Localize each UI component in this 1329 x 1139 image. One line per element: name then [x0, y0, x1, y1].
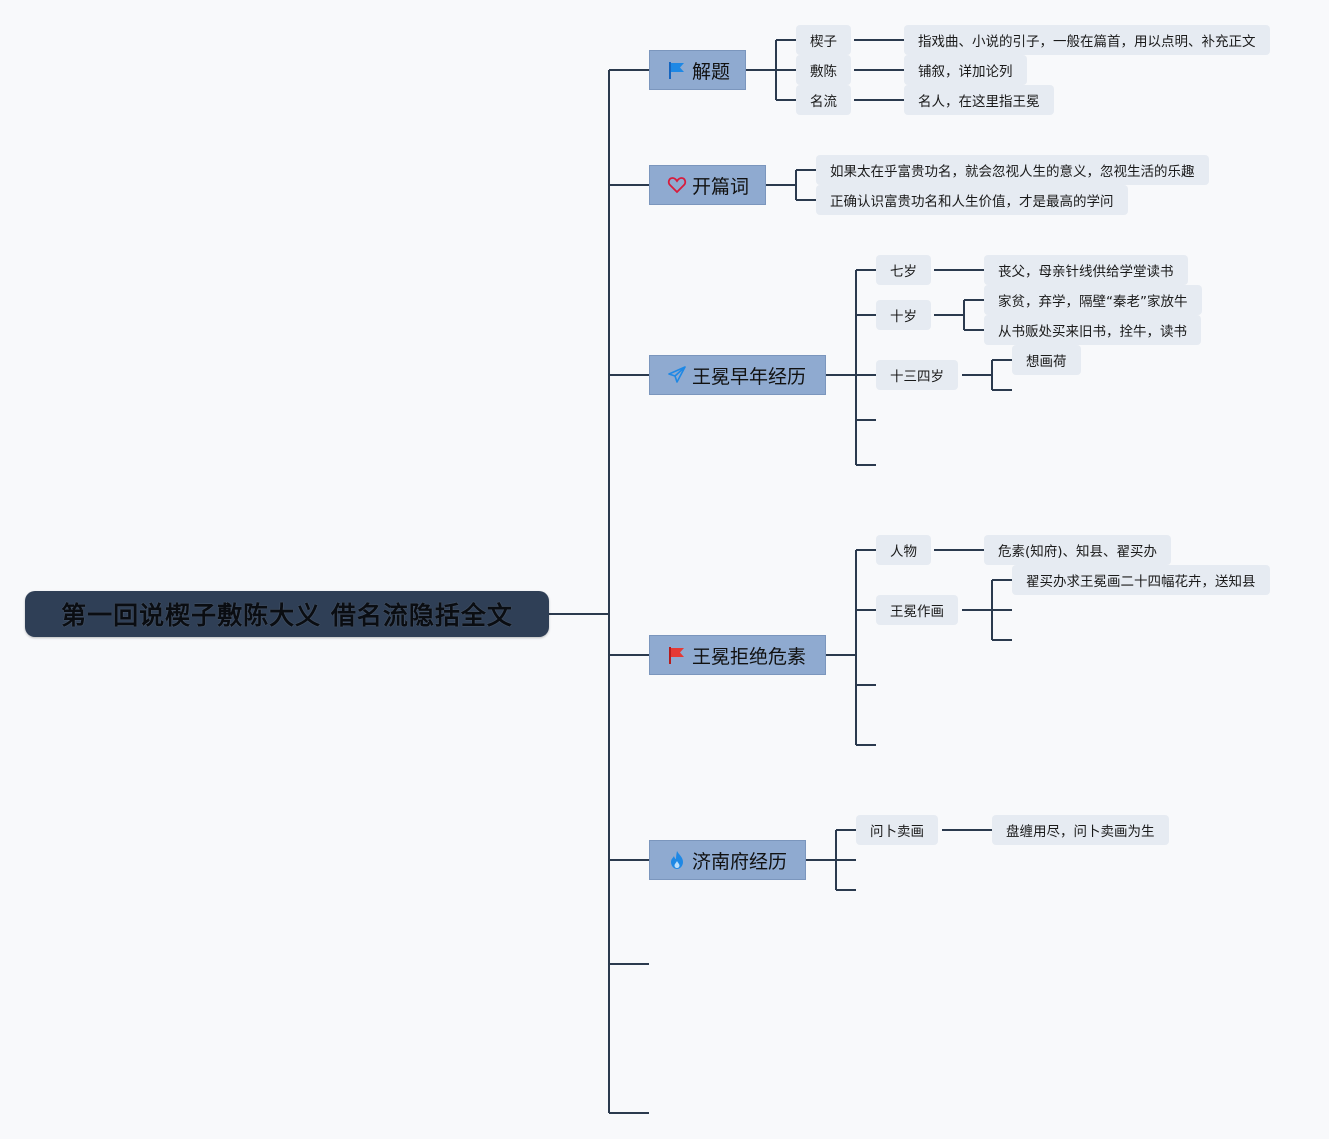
topic-label: 王冕早年经历: [692, 365, 807, 388]
zuohua[interactable]: 王冕作画: [876, 595, 958, 625]
topic-zaonian[interactable]: 王冕早年经历: [649, 355, 826, 395]
desc-mingliu[interactable]: 名人，在这里指王冕: [904, 85, 1054, 115]
topic-label: 济南府经历: [692, 850, 788, 873]
age-thirteen-desc[interactable]: 想画荷: [1012, 345, 1081, 375]
wenbu-desc[interactable]: 盘缠用尽，问卜卖画为生: [992, 815, 1169, 845]
topic-jieti[interactable]: 解题: [649, 50, 746, 90]
paper-plane-icon: [666, 364, 688, 386]
kaipianci-item-2[interactable]: 正确认识富贵功名和人生价值，才是最高的学问: [816, 185, 1128, 215]
topic-label: 王冕拒绝危素: [692, 645, 807, 668]
term-fuchen[interactable]: 敷陈: [796, 55, 851, 85]
topic-jujue[interactable]: 王冕拒绝危素: [649, 635, 826, 675]
kaipianci-item-1[interactable]: 如果太在乎富贵功名，就会忽视人生的意义，忽视生活的乐趣: [816, 155, 1209, 185]
age-seven-desc[interactable]: 丧父，母亲针线供给学堂读书: [984, 255, 1188, 285]
heart-icon: [666, 174, 688, 196]
age-ten-desc-2[interactable]: 从书贩处买来旧书，拴牛，读书: [984, 315, 1201, 345]
zuohua-desc[interactable]: 翟买办求王冕画二十四幅花卉，送知县: [1012, 565, 1270, 595]
root-topic[interactable]: 第一回说楔子敷陈大义 借名流隐括全文: [25, 591, 549, 637]
desc-fuchen[interactable]: 铺叙，详加论列: [904, 55, 1027, 85]
flame-icon: [666, 849, 688, 871]
age-ten-desc-1[interactable]: 家贫，弃学，隔壁“秦老”家放牛: [984, 285, 1202, 315]
age-ten[interactable]: 十岁: [876, 300, 931, 330]
topic-jinan[interactable]: 济南府经历: [649, 840, 806, 880]
term-mingliu[interactable]: 名流: [796, 85, 851, 115]
root-title: 第一回说楔子敷陈大义 借名流隐括全文: [61, 601, 513, 630]
desc-xiezi[interactable]: 指戏曲、小说的引子，一般在篇首，用以点明、补充正文: [904, 25, 1270, 55]
age-seven[interactable]: 七岁: [876, 255, 931, 285]
topic-label: 开篇词: [692, 175, 750, 198]
term-xiezi[interactable]: 楔子: [796, 25, 851, 55]
red-flag-icon: [666, 644, 688, 666]
age-thirteen[interactable]: 十三四岁: [876, 360, 958, 390]
blue-flag-icon: [666, 59, 688, 81]
topic-kaipianci[interactable]: 开篇词: [649, 165, 766, 205]
renwu[interactable]: 人物: [876, 535, 931, 565]
topic-label: 解题: [692, 60, 731, 83]
wenbu[interactable]: 问卜卖画: [856, 815, 938, 845]
renwu-desc[interactable]: 危素(知府)、知县、翟买办: [984, 535, 1172, 565]
